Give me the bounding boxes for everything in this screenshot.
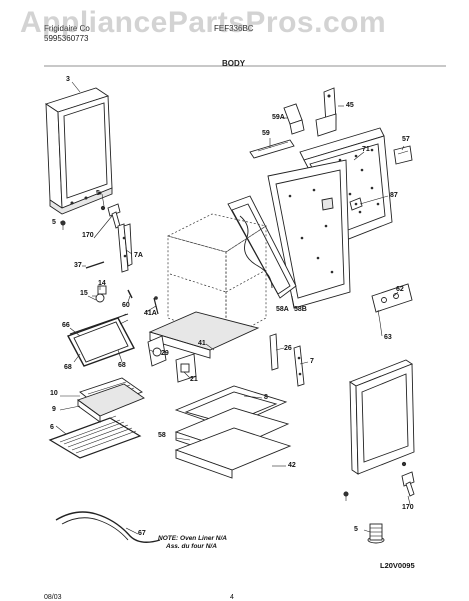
screw-5-right-upper [401, 461, 407, 467]
callout-67: 67 [138, 530, 146, 537]
hinge-bracket-left [107, 203, 121, 229]
oven-rack [48, 415, 142, 459]
front-frame [227, 195, 297, 299]
footer-date: 08/03 [44, 594, 62, 601]
part-57-plate [393, 145, 413, 165]
document-number: 5995360773 [44, 34, 89, 43]
oven-cavity-outline [148, 213, 267, 359]
callout-68-left: 68 [64, 364, 72, 371]
callout-37: 37 [74, 262, 82, 269]
broiler-element-68 [69, 313, 129, 335]
callout-6: 6 [50, 424, 54, 431]
callout-57: 57 [402, 136, 410, 143]
hinge-26 [269, 333, 279, 371]
section-title: BODY [222, 59, 246, 68]
footer-page: 4 [230, 594, 234, 601]
callout-8: 8 [264, 394, 268, 401]
callout-10: 10 [50, 390, 58, 397]
drawer-42 [174, 427, 292, 479]
callout-170-right: 170 [402, 504, 414, 511]
callout-7a: 7A [134, 252, 143, 259]
callout-26: 26 [284, 345, 292, 352]
callout-62: 62 [396, 286, 404, 293]
callout-63: 63 [384, 334, 392, 341]
callout-59: 59 [262, 130, 270, 137]
clip-87 [349, 197, 363, 211]
hinge-7a [117, 223, 133, 273]
bracket-59a [283, 103, 305, 135]
callout-71: 71 [362, 146, 370, 153]
callout-45: 45 [346, 102, 354, 109]
leveling-leg [367, 523, 385, 544]
callout-5-upper: 5 [96, 190, 100, 197]
callout-42: 42 [288, 462, 296, 469]
callout-60: 60 [122, 302, 130, 309]
hinge-7 [293, 345, 305, 387]
callout-87: 87 [390, 192, 398, 199]
callout-68-right: 68 [118, 362, 126, 369]
hinge-bracket-right [401, 471, 415, 497]
back-panel-71 [299, 127, 393, 241]
callout-3: 3 [66, 76, 70, 83]
pin-60 [127, 289, 133, 299]
broiler-pan [77, 377, 145, 423]
element-67 [55, 511, 161, 543]
switch-14 [97, 285, 107, 295]
screw-5-upper [100, 205, 106, 211]
callout-9: 9 [52, 406, 56, 413]
callout-5-leg: 5 [354, 526, 358, 533]
screw-5-right [343, 491, 349, 501]
leader-lines [55, 81, 411, 535]
strip-59 [249, 139, 295, 159]
side-panel-left [44, 87, 113, 215]
brand-label: Frigidaire Co [44, 24, 90, 33]
note-line-2: Ass. du four N/A [166, 543, 217, 550]
callout-58a: 58A [276, 306, 289, 313]
model-number: FEF336BC [214, 24, 254, 33]
callout-41: 41 [198, 340, 206, 347]
callout-58: 58 [158, 432, 166, 439]
bracket-45 [315, 87, 337, 137]
side-panel-right [349, 359, 415, 475]
block-29 [147, 335, 167, 367]
callout-59a: 59A [272, 114, 285, 121]
terminal-block-62 [371, 283, 413, 323]
callout-41a: 41A [144, 310, 157, 317]
callout-15: 15 [80, 290, 88, 297]
watermark: AppliancePartsPros.com [20, 6, 387, 39]
note-line-1: NOTE: Oven Liner N/A [158, 535, 227, 542]
callout-66: 66 [62, 322, 70, 329]
callout-58b: 58B [294, 306, 307, 313]
callout-7: 7 [310, 358, 314, 365]
callout-14: 14 [98, 280, 106, 287]
callout-5-lower: 5 [52, 219, 56, 226]
bake-element-66 [67, 313, 135, 367]
rod-37 [85, 261, 105, 269]
block-21 [175, 353, 197, 383]
callout-170-left: 170 [82, 232, 94, 239]
callout-29: 29 [161, 350, 169, 357]
light-15 [87, 293, 105, 303]
figure-code: L20V0095 [380, 561, 415, 570]
callout-21: 21 [190, 376, 198, 383]
